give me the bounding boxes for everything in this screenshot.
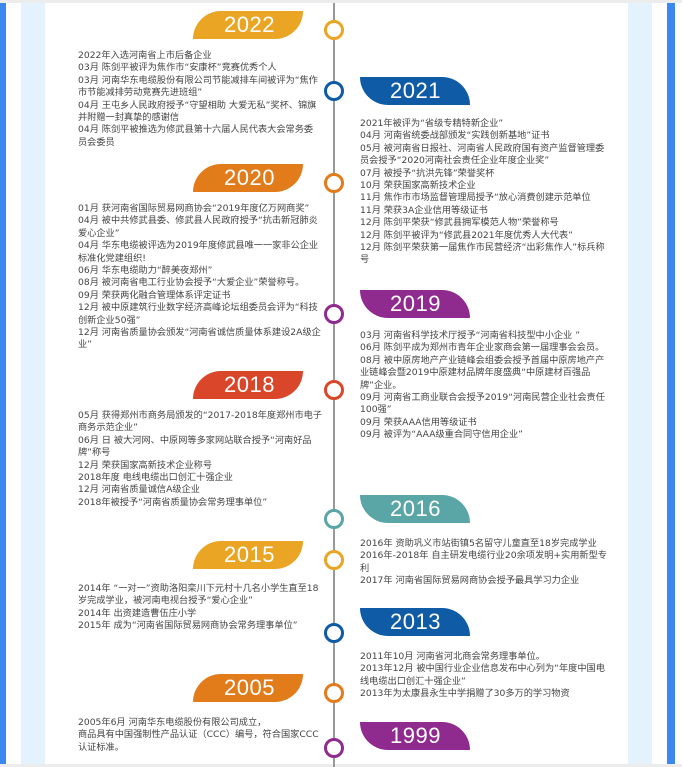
entry: 12月 河南省质量诚信A级企业 [78,484,200,496]
entry: 2014年 “一对一”资助洛阳栾川下元村十几名小学生直至18岁完成学业，被河南电… [78,583,319,607]
year-entries-2013: 2011年10月 河南省河北商会常务理事单位。 2013年12月 被中国行业企业… [360,651,610,701]
entry: 05月 获得郑州市商务局颁发的“2017-2018年度郑州市电子商务示范企业” [78,410,323,434]
year-badge-2005: 2005 [193,674,303,702]
entry: 03月 河南省科学技术厅授予“河南省科技型中小企业 ” [360,330,580,341]
top-border [0,0,682,3]
entry: 09月 荣获AAA信用等级证书 [360,416,477,428]
entry: 12月 河南省质量协会颁发“河南省诚信质量体系建设2A级企业” [78,327,321,351]
year-entries-2016: 2016年 资助巩义市站街镇5名留守儿童直至18岁完成学业 2016年-2018… [360,538,610,588]
entry: 2018年被授予“河南省质量协会常务理事单位” [78,496,268,508]
entry: 2015年 成为“河南省国际贸易网商协会常务理事单位” [78,620,298,632]
year-badge-2021: 2021 [360,77,470,105]
entry: 2021年被评为“省级专精特新企业” [360,118,504,129]
entry: 03月 河南华东电缆股份有限公司节能减排车间被评为“焦作市节能减排劳动竞赛先进班… [78,74,318,99]
entry: 04月 王屯乡人民政府授予“守望相助 大爱无私”奖杯、锦旗并附赠一封真挚的感谢信 [78,99,317,124]
entry: 05月 被河南省日报社、河南省人民政府国有资产监督管理委员会授予“2020河南社… [360,142,605,167]
timeline-node-2013 [324,623,344,643]
entry: 07月 被授予“抗洪先锋”荣誉奖杯 [360,167,495,179]
year-badge-2022: 2022 [193,11,303,39]
entry: 商品具有中国强制性产品认证（CCC）编号，符合国家CCC认证标准。 [78,729,319,753]
year-entries-2005: 2005年6月 河南华东电缆股份有限公司成立， 商品具有中国强制性产品认证（CC… [78,717,322,754]
entry: 2014年 出资建造曹伍庄小学 [78,607,197,619]
entry: 08月 被河南省电工行业协会授予“大爱企业”荣誉称号。 [78,277,305,289]
entry: 2017年 河南省国际贸易网商协会授予最具学习力企业 [360,575,580,587]
entry: 11月 焦作市市场监督管理局授予“放心消费创建示范单位 [360,192,591,204]
right-light-band [628,3,652,767]
entry: 12月 被中原建筑行业数字经济高峰论坛组委员会评为“科技创新企业50强” [78,302,318,326]
year-badge-2016: 2016 [360,495,470,523]
year-entries-2022: 2022年入选河南省上市后备企业 03月 陈剑平被评为焦作市“安康杯”竞赛优秀个… [78,50,322,149]
entry: 2013年为太康县永生中学捐赠了30多万的学习物资 [360,688,570,700]
timeline-node-2015 [324,550,344,570]
scrollbar[interactable] [667,3,675,767]
timeline-node-2005 [324,683,344,703]
left-accent-bar [0,3,6,767]
entry: 12月 荣获国家高新技术企业称号 [78,459,213,471]
entry: 2022年入选河南省上市后备企业 [78,50,212,61]
entry: 04月 华东电缆被评选为2019年度修武县唯一一家非公企业标准化党建组织! [78,240,319,264]
entry: 12月 陈剑平荣获“修武县拥军模范人物”荣誉称号 [360,217,559,229]
entry: 11月 荣获3A企业信用等级证书 [360,204,488,216]
year-badge-2013: 2013 [360,608,470,636]
entry: 12月 陈剑平荣获第一届焦作市民营经济“出彩焦作人”标兵称号 [360,242,605,266]
entry: 2005年6月 河南华东电缆股份有限公司成立， [78,717,267,728]
entry: 04月 陈剑平被推选为修武县第十六届人民代表大会常务委员会委员 [78,124,314,148]
year-badge-2020: 2020 [193,164,303,192]
timeline-node-2018 [324,380,344,400]
timeline-node-2019 [324,304,344,324]
entry: 2016年 资助巩义市站街镇5名留守儿童直至18岁完成学业 [360,538,597,549]
timeline-node-1999 [324,738,344,758]
entry: 12月 陈剑平被评为“修武县2021年度优秀人大代表” [360,229,573,241]
year-entries-2021: 2021年被评为“省级专精特新企业” 04月 河南省统委战部颁发“实践创新基地”… [360,118,610,267]
entry: 03月 陈剑平被评为焦作市“安康杯”竞赛优秀个人 [78,62,277,74]
entry: 08月 被中原房地产产业链峰会组委会授予首届中原房地产产业链峰会暨2019中原建… [360,354,605,391]
entry: 09月 荣获两化融合管理体系评定证书 [78,289,231,301]
year-badge-2019: 2019 [360,290,470,318]
entry: 06月 陈剑平成为郑州市青年企业家商会第一届理事会会员。 [360,342,605,354]
left-light-band [21,3,45,767]
entry: 06月 日 被大河网、中原网等多家网站联合授予“河南好品牌”称号 [78,434,312,459]
year-entries-2018: 05月 获得郑州市商务局颁发的“2017-2018年度郑州市电子商务示范企业” … [78,410,322,509]
bottom-border [0,764,682,767]
entry: 2016年-2018年 自主研发电缆行业20余项发明+实用新型专利 [360,550,607,574]
entry: 01月 获河南省国际贸易网商协会“2019年度亿万网商奖” [78,203,310,214]
entry: 2013年12月 被中国行业企业信息发布中心列为“年度中国电线电缆出口创汇十强企… [360,663,605,687]
year-entries-2015: 2014年 “一对一”资助洛阳栾川下元村十几名小学生直至18岁完成学业，被河南电… [78,583,322,633]
timeline-node-2021 [324,81,344,101]
timeline-node-2022 [324,20,344,40]
entry: 2018年度 电线电缆出口创汇十强企业 [78,472,233,484]
timeline-node-2020 [324,173,344,193]
year-entries-2019: 03月 河南省科学技术厅授予“河南省科技型中小企业 ” 06月 陈剑平成为郑州市… [360,330,610,442]
year-badge-1999: 1999 [360,722,470,750]
timeline-node-2016 [324,509,344,529]
entry: 09月 河南省工商业联合会授予2019“河南民营企业社会责任100强” [360,392,605,416]
entry: 06月 华东电缆助力“醉美夜郑州” [78,265,213,277]
entry: 2011年10月 河南省河北商会常务理事单位。 [360,651,545,662]
entry: 09月 被评为“AAA级重合同守信用企业” [360,429,523,441]
year-entries-2020: 01月 获河南省国际贸易网商协会“2019年度亿万网商奖” 04月 被中共修武县… [78,203,322,352]
year-badge-2018: 2018 [193,371,303,399]
entry: 04月 被中共修武县委、修武县人民政府授予“抗击新冠肺炎爱心企业” [78,215,318,239]
entry: 04月 河南省统委战部颁发“实践创新基地”证书 [360,130,550,142]
year-badge-2015: 2015 [193,541,303,569]
entry: 10月 荣获国家高新技术企业 [360,180,476,192]
